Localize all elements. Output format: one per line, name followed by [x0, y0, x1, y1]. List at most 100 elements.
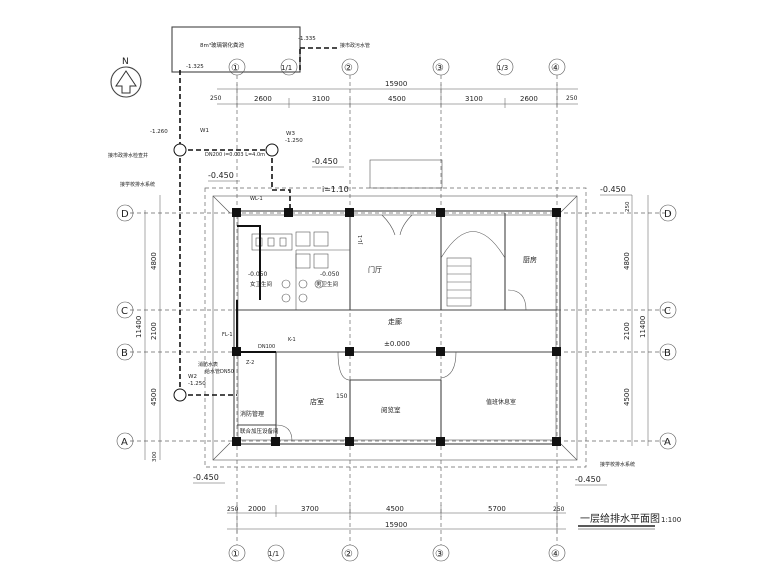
axis-left-C: C	[121, 306, 128, 317]
manhole-w3	[173, 388, 187, 402]
note-k1: K-1	[288, 337, 296, 343]
dim-right-1: 4800	[623, 252, 631, 270]
dim-right-2: 2100	[623, 322, 631, 340]
dim-right-total: 11400	[639, 316, 647, 338]
north-label: N	[122, 57, 129, 67]
note-jl: JL-1	[358, 235, 364, 245]
axis-bot-1: ①	[231, 549, 240, 560]
north-arrow-icon: N	[110, 57, 142, 98]
wj-1: W1	[200, 128, 209, 134]
note-wl: WL-1	[250, 196, 263, 202]
manhole-w2	[265, 143, 279, 157]
axis-right-B: B	[664, 348, 671, 359]
wj-3: W2	[188, 374, 197, 380]
axis-bot-1-1: 1/1	[268, 550, 279, 558]
note-k2: Z-2	[246, 360, 254, 366]
elev-pipe3: -1.250	[188, 381, 206, 387]
axis-top: ① 1/1 ② ③ 1/3 ④	[228, 58, 566, 76]
axis-left-B: B	[121, 348, 128, 359]
dim-top-1: 2600	[254, 95, 272, 103]
axis-right-A: A	[664, 437, 671, 448]
dim-top-3: 4500	[388, 95, 406, 103]
axis-left-A: A	[121, 437, 128, 448]
axis-bot-3: ③	[435, 549, 444, 560]
dim-bot-1: 2000	[248, 505, 266, 513]
room-corridor: 走廊	[388, 317, 402, 326]
dim-top-total: 15900	[385, 80, 407, 88]
axis-top-1-1: 1/1	[281, 64, 292, 72]
dim-left-1: 4800	[150, 252, 158, 270]
dim-bot-3: 4500	[386, 505, 404, 513]
axis-top-3: ③	[435, 63, 444, 74]
room-kitchen: 厨房	[523, 255, 537, 264]
room-lobby: 门厅	[368, 265, 382, 274]
dim-top-5: 2600	[520, 95, 538, 103]
door-kitchen	[507, 289, 527, 311]
dim-left-2: 2100	[150, 322, 158, 340]
axis-right-C: C	[664, 306, 671, 317]
axis-top-1: ①	[231, 63, 240, 74]
stair	[440, 231, 506, 307]
dim-bot-4: 5700	[488, 505, 506, 513]
step-slope: i=1.10	[322, 185, 349, 194]
axis-top-1-3: 1/3	[497, 64, 508, 72]
door-office	[337, 351, 351, 381]
elev-out2: -0.450	[208, 171, 234, 180]
elev-pipe1: -1.260	[150, 129, 168, 135]
note-dn: DN100	[258, 344, 275, 350]
dims-bottom: 250 2000 3700 4500 5700 250 15900	[227, 505, 566, 533]
note-pipe-in: 给水管DN50	[205, 368, 234, 375]
room-pump: 消防管理	[240, 410, 264, 418]
room-duty: 值班休息室	[486, 398, 516, 406]
axis-left: D C B A 11400 4800 2100 4500 300	[116, 195, 161, 462]
room-office: 店室	[310, 397, 324, 406]
axis-bottom: ① 1/1 ② ③ ④	[228, 544, 566, 562]
elev-floor: ±0.000	[384, 340, 410, 348]
manhole-w1	[173, 143, 187, 157]
dim-left-4: 300	[152, 451, 158, 462]
elev-out4: -0.450	[193, 473, 219, 482]
note-fl: FL-1	[222, 332, 233, 338]
axis-left-D: D	[121, 209, 129, 220]
axis-bot-4: ④	[551, 549, 560, 560]
columns	[232, 208, 561, 446]
wj-2: W3	[286, 131, 295, 137]
dim-top-6: 250	[566, 95, 578, 102]
door-hall	[440, 351, 457, 379]
dim-left-total: 11400	[135, 316, 143, 338]
dim-top-2: 3100	[312, 95, 330, 103]
dim-right-0: 250	[625, 201, 631, 212]
school-note2: 接学校排水系统	[600, 461, 635, 468]
elev-wc1: -0.050	[248, 271, 268, 278]
conn-note: 接市政排水检查井	[108, 152, 148, 159]
axis-bot-2: ②	[344, 549, 353, 560]
door-entry	[381, 214, 413, 236]
eave-outline	[212, 195, 578, 461]
entry-platform	[369, 159, 443, 189]
drawing-title: 一层给排水平面图	[580, 512, 660, 525]
room-reading: 阅览室	[381, 405, 401, 414]
outlet-note: 接市政污水管	[340, 42, 370, 49]
elev-out1: -0.450	[312, 157, 338, 166]
door-pump	[275, 424, 293, 442]
drawing-scale: 1:100	[661, 516, 681, 524]
dim-top-4: 3100	[465, 95, 483, 103]
dim-left-3: 4500	[150, 388, 158, 406]
dim-right-3: 4500	[623, 388, 631, 406]
axis-top-2: ②	[344, 63, 353, 74]
dim-bot-2: 3700	[301, 505, 319, 513]
elev-top: -1.335	[298, 36, 316, 42]
school-note: 接学校排水系统	[120, 181, 155, 188]
walls	[233, 210, 561, 445]
drain-pipes	[179, 48, 301, 396]
axis-top-4: ④	[551, 63, 560, 74]
dim-150: 150	[336, 393, 348, 400]
dims-top: 15900 250 2600 3100 4500 3100 2600 250	[210, 80, 578, 108]
elev-out5: -0.450	[575, 475, 601, 484]
dim-bot-0: 250	[227, 506, 239, 513]
toilet-fixtures	[251, 231, 329, 303]
room-pump2: 联合加压设备间	[240, 427, 279, 435]
dim-top-0: 250	[210, 95, 222, 102]
axis-right: D C B A 11400 250 4800 2100 4500	[623, 195, 677, 450]
